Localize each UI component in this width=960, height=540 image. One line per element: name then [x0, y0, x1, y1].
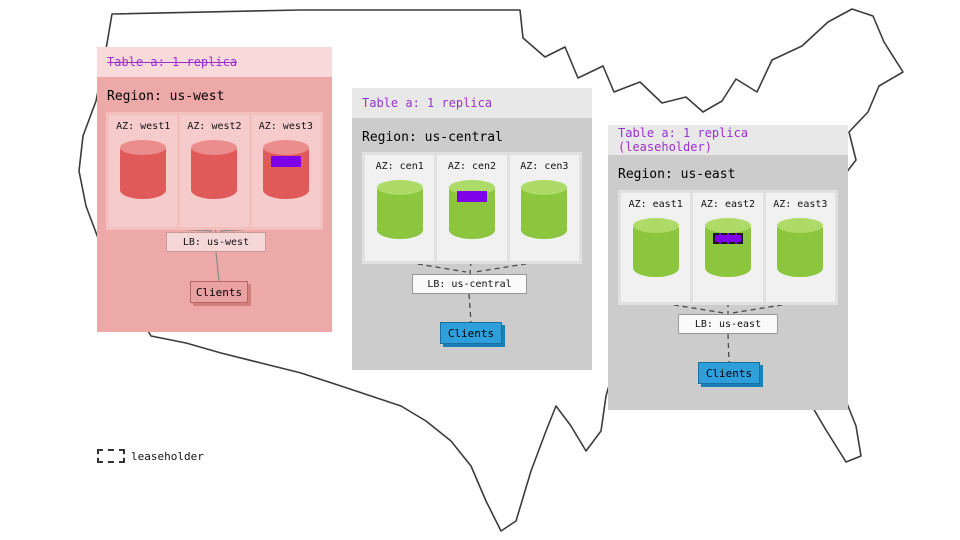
az-container: AZ: east1 AZ: east2 AZ: east3: [618, 190, 838, 305]
replica-cylinder: [521, 180, 568, 239]
az-label: AZ: west1: [116, 121, 171, 132]
replica-marker: [456, 191, 487, 202]
leaseholder-marker: [712, 233, 743, 244]
az-box: AZ: east3: [765, 193, 835, 302]
region-card-us-east: Table a: 1 replica (leaseholder) Region:…: [608, 125, 848, 410]
legend: leaseholder: [97, 449, 204, 463]
az-box: AZ: west2: [180, 115, 249, 227]
load-balancer: LB: us-central: [412, 274, 527, 294]
table-replica-header: Table a: 1 replica (leaseholder): [608, 125, 848, 155]
az-label: AZ: east3: [773, 199, 828, 210]
region-body: Region: us-central AZ: cen1 AZ: cen2 AZ:…: [352, 118, 592, 370]
load-balancer: LB: us-east: [678, 314, 778, 334]
az-label: AZ: cen3: [520, 161, 569, 172]
az-box: AZ: cen1: [365, 155, 435, 261]
az-box: AZ: east1: [621, 193, 691, 302]
replica-cylinder: [448, 180, 495, 239]
replica-cylinder: [777, 218, 824, 277]
table-replica-label: Table a: 1 replica: [362, 96, 493, 110]
table-replica-label: Table a: 1 replica: [107, 55, 238, 69]
az-label: AZ: cen2: [447, 161, 497, 172]
az-label: AZ: west2: [187, 121, 242, 132]
az-box: AZ: cen2: [437, 155, 507, 261]
table-replica-label: Table a: 1 replica (leaseholder): [618, 126, 749, 154]
leaseholder-swatch-icon: [97, 449, 125, 463]
replica-cylinder: [262, 140, 309, 199]
table-replica-header: Table a: 1 replica: [97, 47, 332, 77]
az-label: AZ: cen1: [375, 161, 424, 172]
az-container: AZ: west1 AZ: west2 AZ: west3: [106, 112, 323, 230]
replica-cylinder: [120, 140, 167, 199]
region-body: Region: us-east AZ: east1 AZ: east2 AZ: …: [608, 155, 848, 410]
replica-cylinder: [632, 218, 679, 277]
table-replica-header: Table a: 1 replica: [352, 88, 592, 118]
az-box: AZ: cen3: [509, 155, 579, 261]
az-box: AZ: east2: [693, 193, 763, 302]
az-label: AZ: east1: [628, 199, 683, 210]
clients-box: Clients: [698, 362, 760, 384]
load-balancer: LB: us-west: [166, 232, 266, 252]
replica-cylinder: [376, 180, 423, 239]
replica-marker: [270, 156, 301, 167]
region-card-us-central: Table a: 1 replica Region: us-central AZ…: [352, 88, 592, 370]
az-label: AZ: east2: [700, 199, 756, 210]
az-box: AZ: west1: [109, 115, 178, 227]
replica-cylinder: [191, 140, 238, 199]
region-title: Region: us-west: [107, 89, 225, 104]
legend-label: leaseholder: [131, 449, 204, 463]
clients-box: Clients: [440, 322, 502, 344]
az-label: AZ: west3: [258, 121, 313, 132]
replica-cylinder: [704, 218, 751, 277]
region-title: Region: us-east: [618, 167, 736, 182]
az-box: AZ: west3: [251, 115, 320, 227]
region-body: Region: us-west AZ: west1 AZ: west2 AZ: …: [97, 77, 332, 332]
az-container: AZ: cen1 AZ: cen2 AZ: cen3: [362, 152, 582, 264]
region-card-us-west: Table a: 1 replica Region: us-west AZ: w…: [97, 47, 332, 332]
region-title: Region: us-central: [362, 130, 503, 145]
clients-box: Clients: [190, 281, 248, 303]
